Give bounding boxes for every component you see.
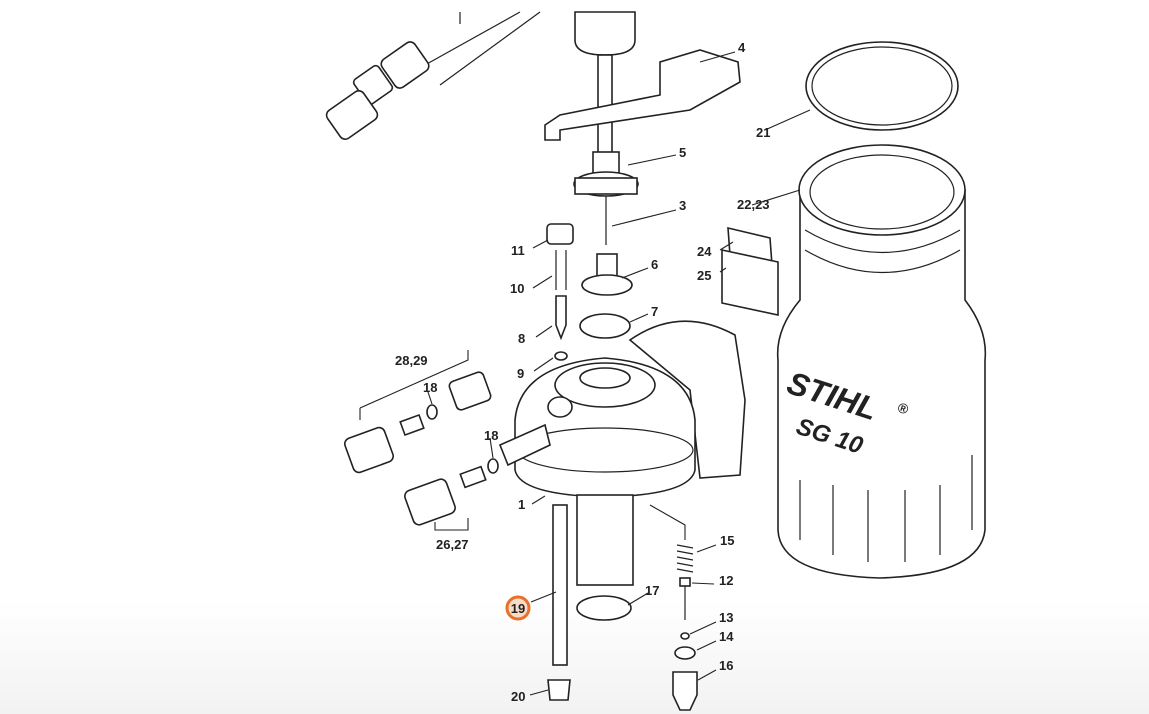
leader-lines bbox=[427, 51, 811, 696]
label-24: 24 bbox=[697, 244, 712, 259]
label-16: 16 bbox=[719, 658, 733, 673]
label-6: 6 bbox=[651, 257, 658, 272]
label-18: 18 bbox=[423, 380, 437, 395]
highlight-ring bbox=[505, 595, 531, 621]
label-9: 9 bbox=[517, 366, 524, 381]
label-21: 21 bbox=[756, 125, 770, 140]
part-11-cap bbox=[546, 223, 574, 361]
part-22-23-bottle: STIHL ® SG 10 bbox=[776, 144, 987, 579]
spray-wand bbox=[325, 11, 541, 140]
label-15: 15 bbox=[720, 533, 734, 548]
part-17 bbox=[576, 595, 632, 621]
label-14: 14 bbox=[719, 629, 734, 644]
valve-parts bbox=[672, 544, 698, 711]
label-18: 18 bbox=[484, 428, 498, 443]
pump-handle bbox=[544, 11, 741, 156]
label-19-highlighted[interactable]: 19 bbox=[505, 595, 531, 621]
label-22-23: 22,23 bbox=[737, 197, 770, 212]
callout-labels: 4 21 5 22,23 3 11 24 6 25 10 7 8 28,29 9… bbox=[395, 40, 770, 704]
label-1: 1 bbox=[518, 497, 525, 512]
label-17: 17 bbox=[645, 583, 659, 598]
side-valves bbox=[344, 350, 499, 531]
part-20 bbox=[547, 679, 571, 701]
label-5: 5 bbox=[679, 145, 686, 160]
part-1-pump-head bbox=[498, 320, 746, 586]
part-21-ring bbox=[805, 41, 959, 131]
label-3: 3 bbox=[679, 198, 686, 213]
part-6 bbox=[581, 253, 633, 296]
label-13: 13 bbox=[719, 610, 733, 625]
part-7-seal bbox=[579, 313, 631, 339]
part-25-info-label bbox=[721, 249, 779, 316]
label-4: 4 bbox=[738, 40, 746, 55]
label-19: 19 bbox=[511, 601, 525, 616]
label-12: 12 bbox=[719, 573, 733, 588]
label-20: 20 bbox=[511, 689, 525, 704]
label-8: 8 bbox=[518, 331, 525, 346]
label-28-29: 28,29 bbox=[395, 353, 428, 368]
label-10: 10 bbox=[510, 281, 524, 296]
part-19-pipe bbox=[552, 504, 568, 666]
label-11: 11 bbox=[511, 243, 525, 258]
label-26-27: 26,27 bbox=[436, 537, 469, 552]
label-7: 7 bbox=[651, 304, 658, 319]
label-25: 25 bbox=[697, 268, 711, 283]
part-5-nut bbox=[573, 151, 639, 245]
